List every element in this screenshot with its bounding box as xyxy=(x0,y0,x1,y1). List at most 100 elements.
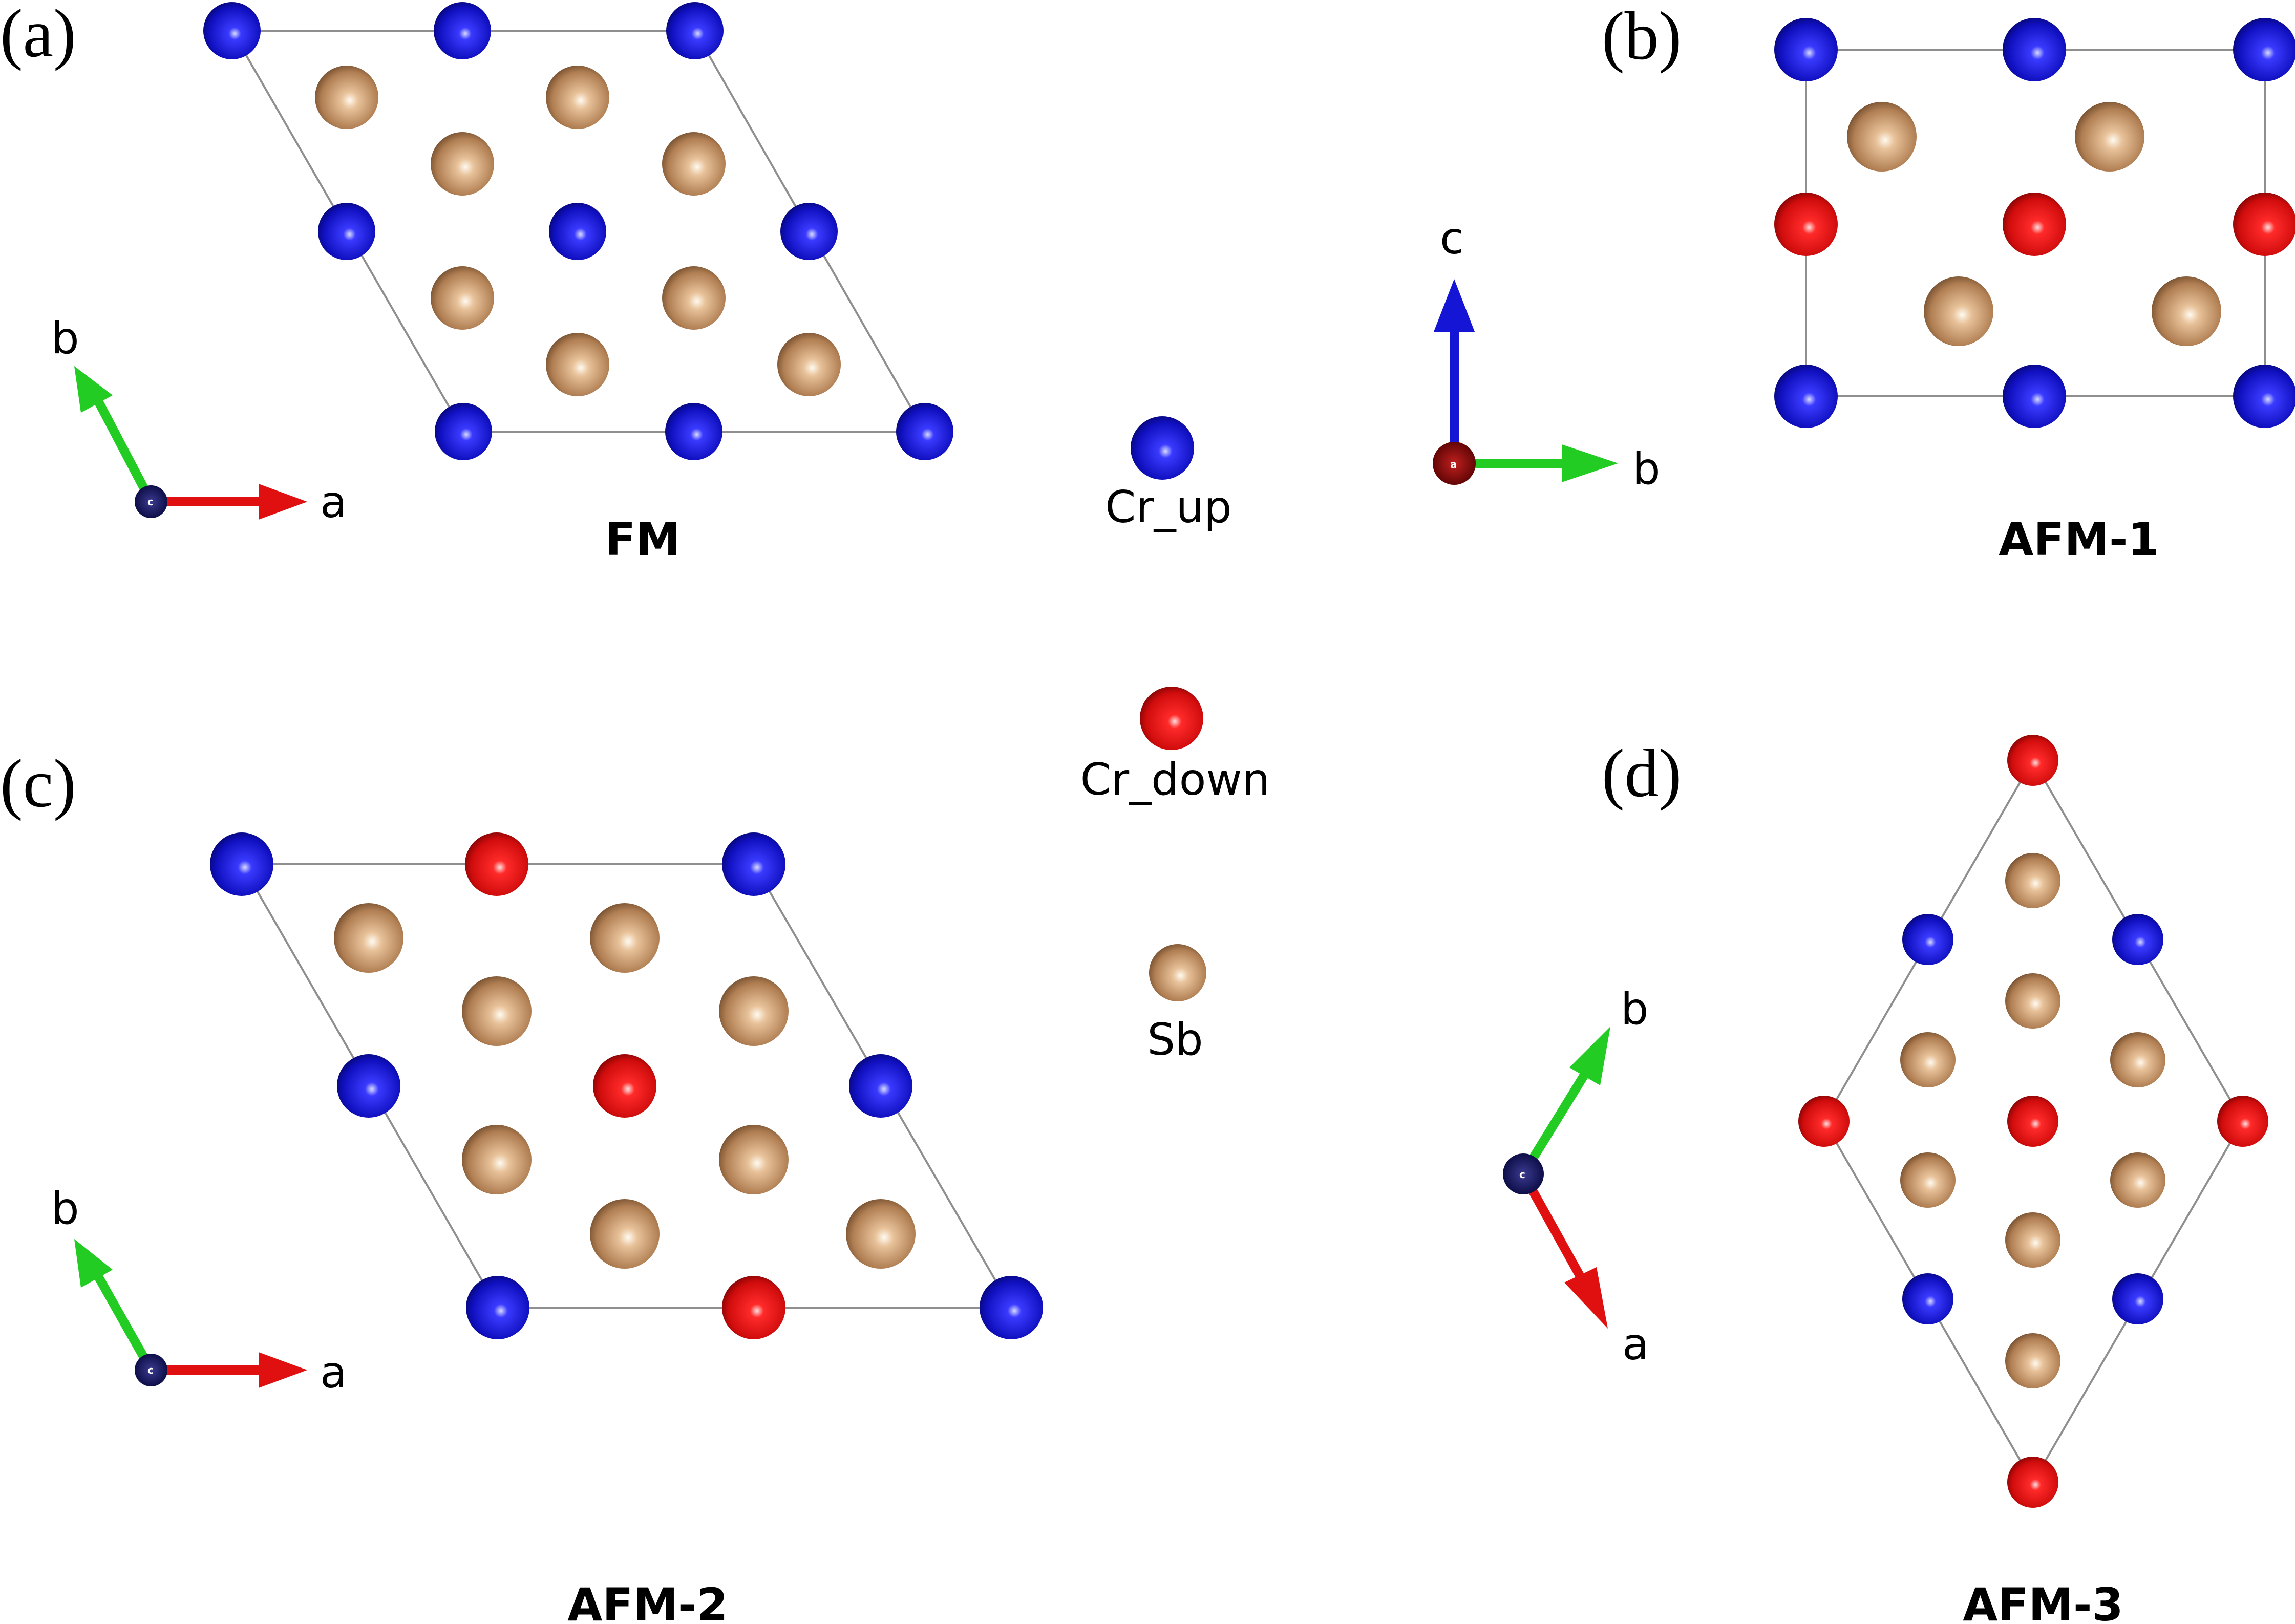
sb-atom xyxy=(431,266,494,330)
sb-atom xyxy=(2005,853,2060,908)
sb-atom xyxy=(431,132,494,196)
axis-origin xyxy=(1503,1153,1544,1194)
sb-atom xyxy=(2075,102,2144,172)
y-axis-arrowhead xyxy=(1569,1027,1610,1085)
cr-up-atom xyxy=(1902,1273,1953,1324)
axis-origin-letter: a xyxy=(1450,458,1457,471)
cr-down-atom xyxy=(593,1054,656,1118)
cr-down-atom xyxy=(465,832,528,896)
y-axis-arrow xyxy=(93,397,155,504)
y-axis-arrowhead xyxy=(74,1239,113,1288)
cr-down-atom xyxy=(1774,193,1838,256)
panel-a-label: (a) xyxy=(0,0,76,71)
sb-atom xyxy=(1847,102,1917,172)
sb-atom xyxy=(2152,276,2221,346)
y-axis-arrow xyxy=(93,1272,155,1373)
axes-a: c a b xyxy=(51,313,347,528)
sb-atom xyxy=(590,1199,660,1269)
axis-label-y: b xyxy=(51,313,79,364)
cr-up-atom xyxy=(2112,914,2163,965)
cr-up-atom xyxy=(337,1054,400,1118)
sb-atom xyxy=(719,976,789,1046)
sb-atom xyxy=(1900,1152,1956,1208)
axis-origin xyxy=(1433,442,1476,485)
sb-atom xyxy=(334,903,403,973)
caption-fm: FM xyxy=(605,513,681,566)
panel-b: (b) a b c AFM-1 xyxy=(1433,0,2295,566)
cr-up-atom xyxy=(203,2,261,59)
cr-up-atom xyxy=(666,2,724,59)
cr-up-atom xyxy=(1902,914,1953,965)
cr-up-atom xyxy=(849,1054,912,1118)
cr-up-atom xyxy=(980,1276,1043,1339)
axis-label-x: a xyxy=(1622,1319,1649,1370)
y-axis-arrowhead xyxy=(1562,444,1618,482)
cr-down-atom xyxy=(2007,1457,2058,1508)
axis-label-x: b xyxy=(1632,443,1661,495)
panel-c: (c) c a b AFM-2 xyxy=(0,745,1043,1624)
atoms-panel-a xyxy=(203,2,953,460)
sb-atom xyxy=(546,333,609,396)
cr-up-atom xyxy=(435,403,492,460)
cr-up-atom xyxy=(318,203,375,260)
axis-origin-letter: c xyxy=(147,1364,154,1376)
x-axis-arrowhead xyxy=(259,1352,307,1388)
sb-atom xyxy=(462,976,532,1046)
cr-up-atom xyxy=(434,2,491,59)
panel-c-label: (c) xyxy=(0,745,76,821)
sb-atom xyxy=(2005,1333,2060,1388)
sb-atom xyxy=(846,1199,916,1269)
sb-atom xyxy=(2005,973,2060,1029)
caption-afm-1: AFM-1 xyxy=(1999,513,2159,566)
axis-origin-letter: c xyxy=(1519,1168,1525,1181)
legend-cr-down-label: Cr_down xyxy=(1080,754,1270,805)
caption-afm-3: AFM-3 xyxy=(1963,1578,2123,1624)
cr-up-atom xyxy=(780,203,838,260)
panel-d-label: (d) xyxy=(1602,735,1682,811)
panel-b-label: (b) xyxy=(1602,0,1682,74)
axis-label-y: c xyxy=(1440,213,1464,264)
sb-atom xyxy=(462,1125,532,1194)
sb-atom xyxy=(662,132,726,196)
atoms-panel-c xyxy=(210,832,1043,1339)
cr-down-atom xyxy=(2233,193,2295,256)
cr-up-atom xyxy=(2003,18,2066,81)
atoms-panel-d xyxy=(1798,735,2268,1508)
legend-cr-down-sphere xyxy=(1140,687,1203,750)
axis-origin xyxy=(135,485,167,518)
sb-atom xyxy=(777,333,841,396)
sb-atom xyxy=(315,66,378,129)
sb-atom xyxy=(2005,1212,2060,1268)
axis-label-y: b xyxy=(51,1183,79,1234)
cr-down-atom xyxy=(2217,1096,2268,1147)
axis-origin xyxy=(135,1354,167,1386)
cr-up-atom xyxy=(2112,1273,2163,1324)
cr-up-atom xyxy=(1774,365,1838,428)
cr-down-atom xyxy=(2007,735,2058,786)
atoms-panel-b xyxy=(1774,18,2295,428)
z-axis-arrowhead xyxy=(1434,279,1475,332)
cr-up-atom xyxy=(466,1276,529,1339)
cr-up-atom xyxy=(722,832,785,896)
cr-up-atom xyxy=(2003,365,2066,428)
axes-d: c b a xyxy=(1503,984,1649,1370)
sb-atom xyxy=(2110,1032,2165,1087)
cr-down-atom xyxy=(2007,1096,2058,1147)
sb-atom xyxy=(1924,276,1993,346)
cr-up-atom xyxy=(1774,18,1838,81)
cr-up-atom xyxy=(549,203,606,260)
axis-label-x: a xyxy=(320,477,347,528)
legend-sb-label: Sb xyxy=(1147,1014,1203,1065)
sb-atom xyxy=(719,1125,789,1194)
panel-a: (a) c a b FM xyxy=(0,0,953,566)
sb-atom xyxy=(2110,1152,2165,1208)
sb-atom xyxy=(662,266,726,330)
legend-cr-up-label: Cr_up xyxy=(1105,482,1232,533)
cr-up-atom xyxy=(210,832,273,896)
cr-down-atom xyxy=(722,1276,785,1339)
cr-up-atom xyxy=(2233,18,2295,81)
axis-label-x: a xyxy=(320,1347,347,1398)
axes-c: c a b xyxy=(51,1183,347,1398)
cr-up-atom xyxy=(665,403,722,460)
cr-down-atom xyxy=(1798,1096,1850,1147)
